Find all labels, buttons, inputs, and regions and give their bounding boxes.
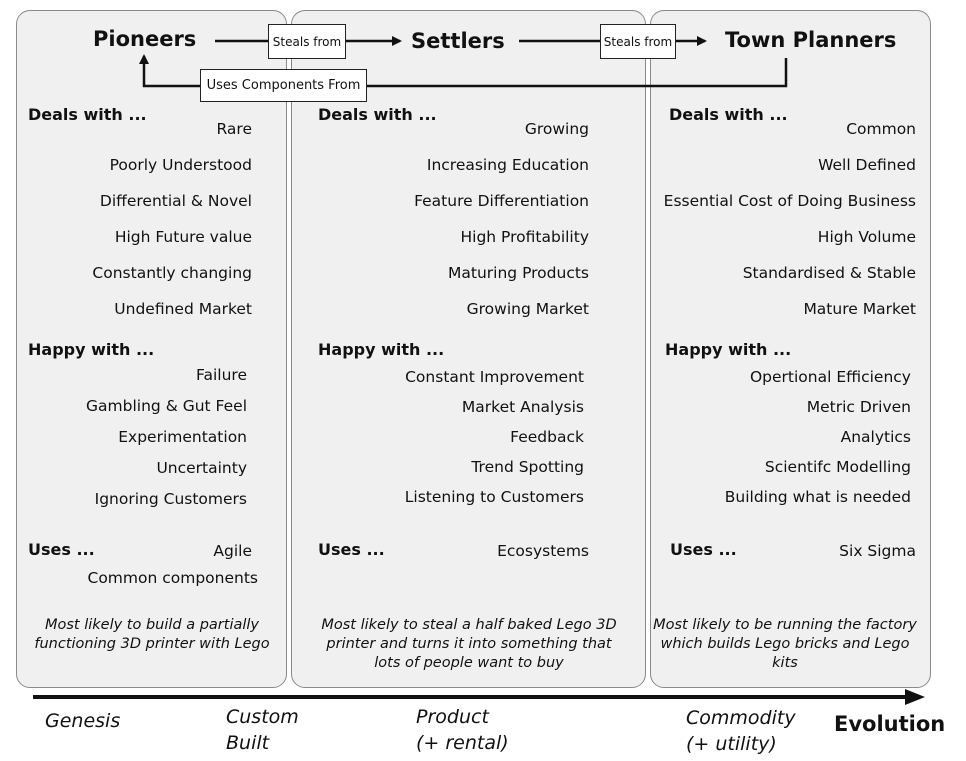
stage-custom-built: Custom Built bbox=[226, 704, 299, 756]
pioneers-deals-item: Undefined Market bbox=[114, 300, 252, 318]
settlers-deals-item: Feature Differentiation bbox=[414, 192, 589, 210]
pioneers-deals-item: Differential & Novel bbox=[99, 192, 252, 210]
town-planners-deals-heading: Deals with ... bbox=[669, 105, 788, 124]
town-planners-happy-item: Scientifc Modelling bbox=[764, 458, 911, 476]
settlers-happy-item: Constant Improvement bbox=[405, 368, 584, 386]
evolution-label: Evolution bbox=[834, 712, 946, 736]
steals-from-label-2: Steals from bbox=[600, 24, 676, 59]
settlers-uses-heading: Uses ... bbox=[318, 540, 385, 559]
settlers-happy-item: Feedback bbox=[510, 428, 584, 446]
pioneers-happy-item: Uncertainty bbox=[156, 459, 247, 477]
settlers-happy-item: Market Analysis bbox=[461, 398, 584, 416]
stage-product: Product (+ rental) bbox=[416, 704, 509, 756]
town-planners-panel bbox=[650, 10, 931, 688]
settlers-deals-item: Growing bbox=[524, 120, 589, 138]
stage-commodity-line1: Commodity bbox=[686, 707, 796, 729]
pioneers-note: Most likely to build a partially functio… bbox=[34, 617, 270, 652]
pioneers-title: Pioneers bbox=[93, 27, 197, 51]
uses-components-label: Uses Components From bbox=[200, 69, 367, 102]
pioneers-happy-item: Experimentation bbox=[118, 428, 247, 446]
pioneers-uses-item: Agile bbox=[213, 542, 252, 560]
settlers-happy-item: Listening to Customers bbox=[404, 488, 584, 506]
stage-product-line1: Product bbox=[416, 706, 489, 728]
evolution-arrowhead bbox=[905, 689, 925, 705]
settlers-deals-item: Increasing Education bbox=[426, 156, 589, 174]
pioneers-deals-item: Poorly Understood bbox=[109, 156, 252, 174]
settlers-deals-item: Maturing Products bbox=[448, 264, 589, 282]
town-planners-deals-item: Mature Market bbox=[803, 300, 916, 318]
settlers-happy-heading: Happy with ... bbox=[318, 340, 445, 359]
settlers-uses-item: Ecosystems bbox=[497, 542, 589, 560]
settlers-deals-item: High Profitability bbox=[460, 228, 590, 246]
settlers-deals-item: Growing Market bbox=[466, 300, 589, 318]
settlers-panel bbox=[291, 10, 646, 688]
uses-components-loop bbox=[139, 54, 788, 88]
pioneers-happy-item: Gambling & Gut Feel bbox=[86, 397, 247, 415]
pioneers-deals-item: Constantly changing bbox=[92, 264, 252, 282]
pioneers-deals-item: Rare bbox=[216, 120, 253, 138]
stage-custom-built-line1: Custom bbox=[226, 706, 299, 728]
pioneers-happy-item: Failure bbox=[196, 366, 247, 384]
town-planners-title: Town Planners bbox=[725, 28, 897, 52]
stage-commodity-line2: (+ utility) bbox=[686, 733, 777, 755]
town-planners-happy-item: Building what is needed bbox=[724, 488, 911, 506]
pioneers-deals-heading: Deals with ... bbox=[28, 105, 147, 124]
town-planners-uses-item: Six Sigma bbox=[839, 542, 916, 560]
pioneers-happy-item: Ignoring Customers bbox=[94, 490, 247, 508]
settlers-deals-heading: Deals with ... bbox=[318, 105, 437, 124]
town-planners-deals-item: Well Defined bbox=[818, 156, 916, 174]
town-planners-deals-item: Common bbox=[846, 120, 916, 138]
pioneers-panel bbox=[16, 10, 287, 688]
settlers-title: Settlers bbox=[411, 29, 505, 53]
stage-genesis-line1: Genesis bbox=[45, 710, 121, 732]
pioneers-uses-item: Common components bbox=[87, 569, 259, 587]
town-planners-happy-item: Analytics bbox=[840, 428, 911, 446]
town-planners-happy-heading: Happy with ... bbox=[665, 340, 792, 359]
town-planners-deals-item: Essential Cost of Doing Business bbox=[663, 192, 916, 210]
settlers-happy-item: Trend Spotting bbox=[471, 458, 584, 476]
settlers-note: Most likely to steal a half baked Lego 3… bbox=[321, 617, 617, 671]
town-planners-deals-item: High Volume bbox=[817, 228, 916, 246]
pioneers-happy-heading: Happy with ... bbox=[28, 340, 155, 359]
town-planners-deals-item: Standardised & Stable bbox=[742, 264, 916, 282]
town-planners-note: Most likely to be running the factory wh… bbox=[653, 617, 917, 671]
stage-genesis: Genesis bbox=[45, 708, 120, 734]
pioneers-deals-item: High Future value bbox=[114, 228, 252, 246]
stage-custom-built-line2: Built bbox=[226, 732, 270, 754]
stage-product-line2: (+ rental) bbox=[416, 732, 509, 754]
town-planners-uses-heading: Uses ... bbox=[670, 540, 737, 559]
steals-from-label-1: Steals from bbox=[268, 24, 346, 59]
pioneers-uses-heading: Uses ... bbox=[28, 540, 95, 559]
town-planners-happy-item: Metric Driven bbox=[806, 398, 911, 416]
stage-commodity: Commodity (+ utility) bbox=[686, 705, 796, 757]
town-planners-happy-item: Opertional Efficiency bbox=[749, 368, 911, 386]
